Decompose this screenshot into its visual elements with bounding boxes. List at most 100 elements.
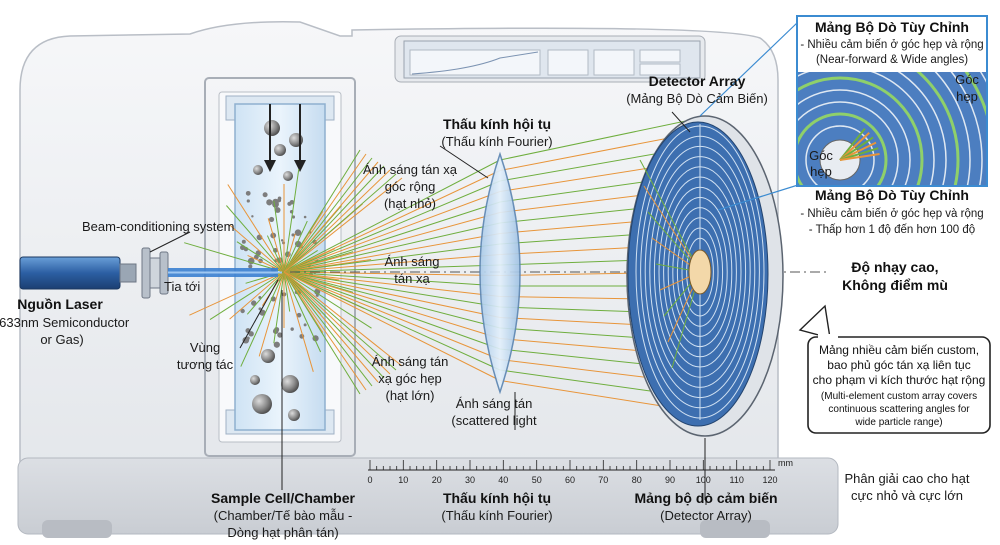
ruler-tick-label: 10	[398, 475, 408, 485]
label-laser-title: Nguồn Laser	[17, 296, 103, 312]
scatter-ray	[236, 241, 285, 273]
ruler-tick-label: 90	[665, 475, 675, 485]
particle	[268, 216, 275, 223]
particle	[281, 375, 299, 393]
scatter-ray	[283, 271, 501, 339]
particle	[248, 264, 253, 269]
leader-lines	[149, 111, 691, 490]
particle	[277, 332, 283, 338]
particle	[241, 239, 246, 244]
label-sensitivity-1: Độ nhạy cao,	[851, 259, 938, 275]
inset-ring	[797, 101, 899, 186]
particle	[246, 336, 250, 340]
scatter-ray	[283, 243, 501, 273]
label-bottom-cell-sub1: (Chamber/Tế bào mẫu -	[214, 508, 353, 523]
inset-narrow-2: hẹp	[810, 164, 832, 179]
label-narrow-3: (hạt lớn)	[386, 388, 435, 403]
scatter-ray	[283, 271, 291, 312]
scatter-ray	[283, 201, 501, 273]
particle-flow-arrow-icon	[264, 104, 306, 172]
particle	[245, 190, 251, 196]
ruler-tick-label: 100	[696, 475, 711, 485]
scatter-ray	[209, 271, 285, 321]
particle	[296, 312, 302, 318]
label-interaction-1: Vùng	[190, 340, 220, 355]
label-resolution-1: Phân giải cao cho hạt	[844, 471, 969, 486]
scatter-ray	[283, 161, 379, 273]
ruler-tick-label: 20	[432, 475, 442, 485]
inset-ring	[797, 112, 888, 186]
particle	[274, 144, 286, 156]
scatter-ray	[283, 271, 501, 276]
label-laser-sub1: (633nm Semiconductor	[0, 315, 130, 330]
scatter-ray	[283, 233, 296, 273]
scatter-ray	[283, 271, 501, 381]
label-bottom-lens-sub: (Thấu kính Fourier)	[441, 508, 552, 523]
ruler-tick-label: 110	[730, 475, 744, 485]
fourier-lens-icon	[479, 151, 521, 395]
particle	[248, 331, 254, 337]
particle	[272, 198, 279, 206]
scatter-ray	[283, 233, 501, 273]
scatter-ray	[283, 220, 308, 273]
scatter-ray	[283, 271, 322, 353]
particle	[262, 192, 268, 198]
label-detector-title: Detector Array	[649, 73, 746, 89]
inset-ring	[805, 125, 875, 186]
scatter-ray	[283, 157, 373, 273]
detector-inset	[796, 15, 988, 187]
detector-ray	[639, 159, 701, 273]
scatter-ray	[283, 159, 501, 273]
particle	[253, 254, 259, 260]
callout-line4: (Multi-element custom array covers	[821, 391, 977, 402]
particle	[287, 201, 292, 206]
inset-wide-1: Góc	[955, 72, 979, 87]
scatter-ray	[266, 235, 285, 273]
particle	[240, 308, 245, 314]
callout-line2: bao phủ góc tán xạ liên tục	[827, 358, 970, 372]
inset-ring	[797, 76, 924, 186]
callout-line6: wide particle range)	[854, 417, 942, 428]
label-lens-sub: (Thấu kính Fourier)	[441, 134, 552, 149]
particle	[315, 293, 319, 297]
particle	[303, 215, 307, 219]
particle	[283, 171, 293, 181]
inset-title: Mảng Bộ Dò Tùy Chỉnh	[815, 19, 969, 35]
label-scatter-mid-2: tán xạ	[394, 271, 430, 286]
inset-narrow-1: Góc	[809, 148, 833, 163]
particle	[266, 199, 273, 206]
label-lens-title: Thấu kính hội tụ	[443, 116, 551, 132]
laser-source-icon	[19, 247, 282, 299]
scatter-ray	[283, 271, 501, 287]
particle	[252, 394, 272, 414]
label-bottom-det-title: Mảng bộ dò cảm biến	[634, 490, 777, 506]
scatter-ray	[283, 254, 501, 273]
label-bottom-cell-title: Sample Cell/Chamber	[211, 490, 355, 506]
ruler-tick-label: 70	[598, 475, 608, 485]
scatter-ray	[283, 173, 397, 273]
label-wide-3: (hạt nhỏ)	[384, 196, 436, 211]
label-bottom-det-sub: (Detector Array)	[660, 508, 752, 523]
scatter-ray	[258, 271, 285, 357]
scatter-ray	[283, 271, 501, 329]
scatter-ray	[226, 205, 285, 273]
scatter-ray	[283, 212, 501, 273]
particle	[274, 207, 281, 213]
scatter-ray	[283, 169, 391, 273]
scatter-ray	[246, 271, 285, 315]
particle	[280, 239, 284, 242]
label-bottom-cell-sub2: Dòng hạt phân tán)	[227, 525, 338, 540]
scatter-ray	[283, 271, 314, 372]
scatter-ray	[283, 271, 501, 297]
particle	[291, 233, 295, 237]
label-narrow-2: xạ góc hẹp	[378, 371, 442, 386]
inset-ray	[839, 153, 880, 161]
scatter-ray	[283, 149, 361, 273]
label-narrow-1: Ánh sáng tán	[372, 354, 449, 369]
label-wide-1: Ánh sáng tán xạ	[363, 162, 458, 177]
label-incident: Tia tới	[164, 279, 200, 294]
ruler-tick-label: 40	[498, 475, 508, 485]
particle	[273, 341, 280, 348]
ruler-tick-label: 50	[532, 475, 542, 485]
